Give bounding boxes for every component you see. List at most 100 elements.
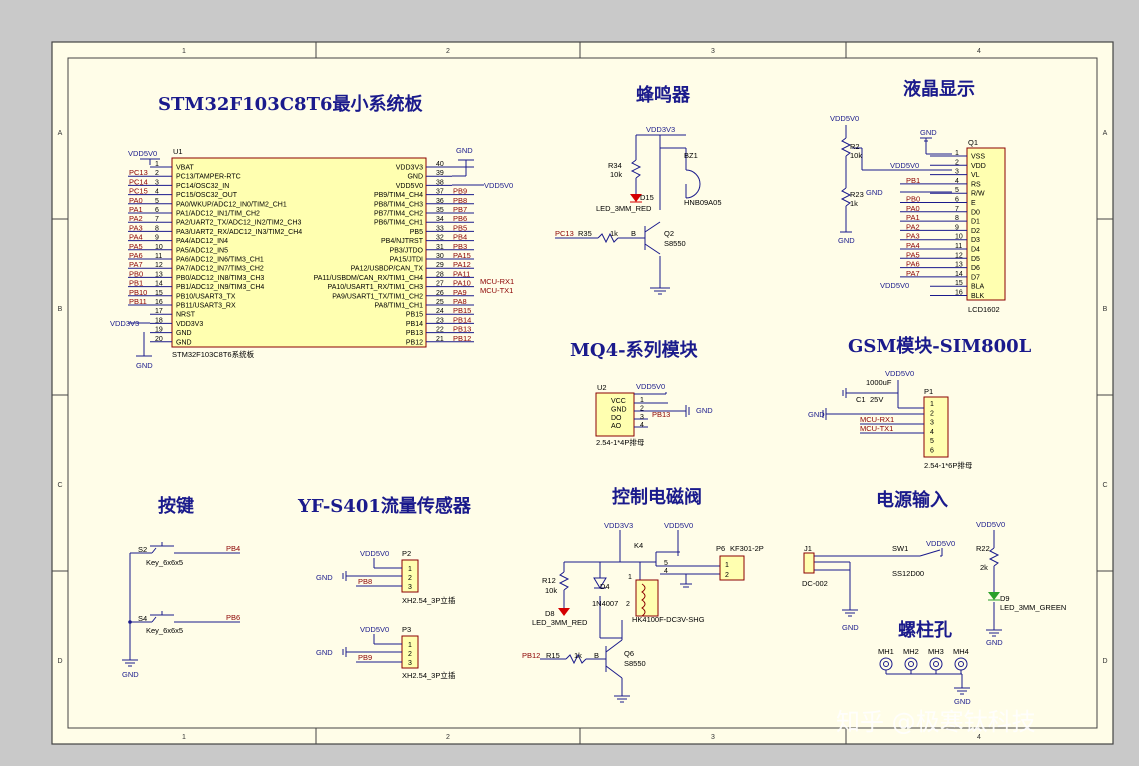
lcd-pin-number: 14 <box>955 271 963 278</box>
gsm-pin-number: 3 <box>930 420 934 427</box>
mcu-right-pin-name: PB7/TIM4_CH2 <box>374 211 423 218</box>
mq4-gnd: GND <box>696 406 713 415</box>
power-j1-part: DC-002 <box>802 579 828 588</box>
power-j1: J1 <box>804 544 812 553</box>
mcu-right-net-label: PB13 <box>453 325 471 334</box>
mcu-right-pin-name: PB9/TIM4_CH4 <box>374 192 423 199</box>
lcd-pin-number: 13 <box>955 262 963 269</box>
power-vdd: VDD5V0 <box>926 539 955 548</box>
lcd-net-label: PA1 <box>906 213 920 222</box>
mq4-pin-name: DO <box>611 415 622 422</box>
mcu-right-pin-number: 32 <box>436 235 444 242</box>
col-label-3-bottom: 3 <box>711 734 715 741</box>
lcd-pin-name: D2 <box>971 228 980 235</box>
power-r22: R22 <box>976 544 990 553</box>
title-power: 电源输入 <box>876 489 948 511</box>
lcd-net-label: PB0 <box>906 195 920 204</box>
mounting-hole-icon <box>954 657 968 671</box>
lcd-pin-number: 15 <box>955 280 963 287</box>
mcu-right-pin-name: VDD3V3 <box>396 165 423 172</box>
mcu-right-pin-number: 25 <box>436 299 444 306</box>
mcu-left-pin-number: 5 <box>155 198 159 205</box>
mcu-right-net-label: PA10 <box>453 279 471 288</box>
buzzer-vdd: VDD3V3 <box>646 125 675 134</box>
gsm-pin-number: 6 <box>930 448 934 455</box>
valve-block: VDD3V3 VDD5V0 K4 P6 KF301-2P R12 10k D4 … <box>522 521 764 703</box>
mcu-chip-body[interactable] <box>171 157 427 348</box>
col-label-4-top: 4 <box>977 48 981 55</box>
valve-q6-part: S8550 <box>624 659 646 668</box>
flow-p2-gnd: GND <box>316 573 333 582</box>
mcu-left-pin-number: 15 <box>155 290 163 297</box>
lcd-net-label: PA5 <box>906 250 920 259</box>
mq4-pin-number: 1 <box>640 397 644 404</box>
buzzer-r35: R35 <box>578 229 592 238</box>
mcu-right-pin-name: GND <box>407 174 423 181</box>
mq4-pin-name: VCC <box>611 398 626 405</box>
mq4-pin-name: AO <box>611 423 622 430</box>
mcu-left-net-label: PA1 <box>129 205 143 214</box>
flow-p2-pin-number: 2 <box>408 575 412 582</box>
lcd-pin-name: R/W <box>971 191 985 198</box>
mounting-hole-icon <box>929 657 943 671</box>
lcd-r2: R2 <box>850 142 860 151</box>
lcd-body[interactable] <box>966 147 1006 301</box>
mcu-tx-label: MCU-TX1 <box>480 286 513 295</box>
valve-r15-value: 1k <box>574 651 582 660</box>
valve-k4: K4 <box>634 541 643 550</box>
lcd-pin-name: D6 <box>971 265 980 272</box>
lcd-vdd5-bla: VDD5V0 <box>880 281 909 290</box>
mcu-left-pin-number: 11 <box>155 253 162 260</box>
watermark: 知乎 @极寒钛科技 <box>836 708 1036 736</box>
mq4-body[interactable] <box>595 392 635 437</box>
mcu-right-pin-number: 26 <box>436 290 444 297</box>
mounting-hole-icon <box>879 657 893 671</box>
mcu-left-pin-name: PA6/ADC12_IN6/TIM3_CH1 <box>176 257 264 264</box>
title-flow: YF-S401流量传感器 <box>297 495 472 517</box>
mcu-left-pin-name: PA1/ADC12_IN1/TIM_CH2 <box>176 211 260 218</box>
buzzer-d15: D15 <box>640 193 654 202</box>
zone-ticks <box>52 42 1113 744</box>
power-sw1-part: SS12D00 <box>892 569 924 578</box>
row-label-b-left: B <box>58 306 63 313</box>
hole-label: MH4 <box>953 647 969 656</box>
title-mcu: STM32F103C8T6最小系统板 <box>158 93 423 115</box>
mcu-right-pin-number: 27 <box>436 281 444 288</box>
valve-relay-pin5: 5 <box>664 560 668 567</box>
lcd-pin-name: BLK <box>971 293 985 300</box>
lcd-vdd: VDD5V0 <box>830 114 859 123</box>
power-gnd: GND <box>842 623 859 632</box>
lcd-pin-number: 7 <box>955 206 959 213</box>
flow-p3-pin-number: 2 <box>408 651 412 658</box>
valve-terminal-p6[interactable] <box>719 555 745 581</box>
power-dc-jack[interactable] <box>803 552 815 574</box>
valve-p6: P6 <box>716 544 725 553</box>
mcu-left-pin-number: 9 <box>155 235 159 242</box>
mcu-right-net-label: PB4 <box>453 233 467 242</box>
power-r22-value: 2k <box>980 563 988 572</box>
mcu-left-net-label: PB10 <box>129 288 147 297</box>
flow-p2-vdd: VDD5V0 <box>360 549 389 558</box>
power-led-icon <box>988 592 1000 600</box>
gsm-body[interactable] <box>923 396 949 458</box>
mcu-left-pin-name: PC15/OSC32_OUT <box>176 192 238 199</box>
valve-relay-body[interactable] <box>635 579 659 617</box>
hole-label: MH3 <box>928 647 944 656</box>
title-buzzer: 蜂鸣器 <box>636 84 691 106</box>
buzzer-b-pin: B <box>631 229 636 238</box>
title-mq4: MQ4-系列模块 <box>570 339 699 361</box>
gsm-module: P1 VDD5V0 1000uF C1 25V GND MCU-RX1 MCU-… <box>808 369 973 470</box>
col-label-2-bottom: 2 <box>446 734 450 741</box>
title-gsm: GSM模块-SIM800L <box>848 335 1032 357</box>
valve-r15: R15 <box>546 651 560 660</box>
mcu-right-pin-name: PA12/USBDP/CAN_TX <box>351 266 424 273</box>
lcd-net-label: PA0 <box>906 204 920 213</box>
lcd-net-label: PA4 <box>906 241 920 250</box>
mcu-left-pin-name: PB10/USART3_TX <box>176 293 236 300</box>
mcu-right-pin-number: 23 <box>436 317 444 324</box>
valve-vdd3: VDD3V3 <box>604 521 633 530</box>
lcd-pin-number: 2 <box>955 159 959 166</box>
flow-p3: P3 <box>402 625 411 634</box>
gsm-pin-number: 2 <box>930 410 934 417</box>
mcu-right-pin-number: 33 <box>436 225 444 232</box>
